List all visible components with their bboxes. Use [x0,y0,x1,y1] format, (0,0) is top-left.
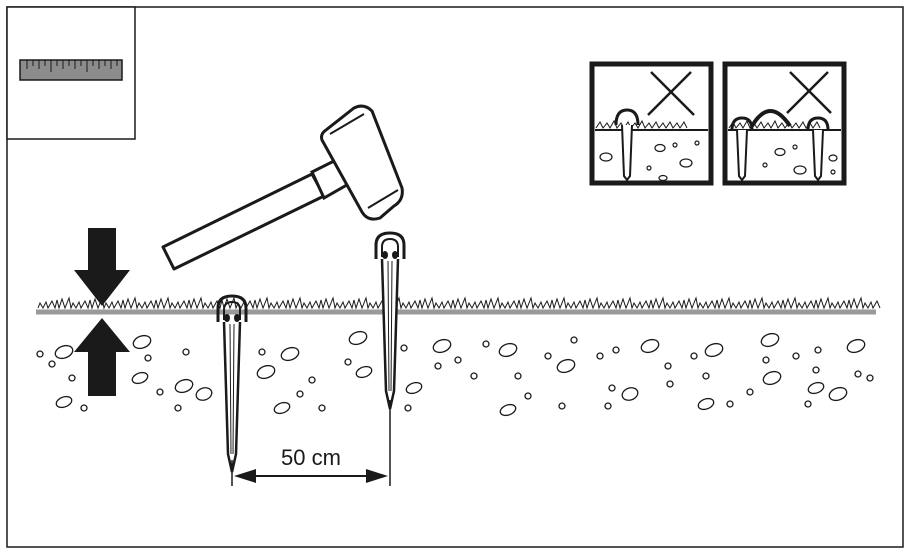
pebble [690,352,698,360]
pebble [612,346,620,354]
pebble [434,362,442,370]
pebble [355,365,373,379]
pebble [570,336,578,344]
pebble [405,381,423,395]
pebble [760,332,780,348]
pebble [182,348,190,356]
pebble [348,330,368,346]
pebble [482,340,490,348]
ruler-icon [6,6,136,140]
pebble [131,371,149,385]
wrong-example-peg-too-high [589,61,714,186]
pebble [762,356,770,364]
pebble [804,400,812,408]
pebble [499,403,517,417]
pebble [256,364,276,380]
pebble [258,348,266,356]
pebble [666,380,674,388]
pebble [195,387,213,401]
pebble [746,388,754,396]
pebble [55,395,73,409]
cross-mark-icon [789,71,832,114]
pebble [48,360,56,368]
grass [37,296,881,310]
pebble [156,388,164,396]
outer-frame [6,6,904,548]
pebble [308,376,316,384]
pebble [558,402,566,410]
pebble [702,372,710,380]
pebble [404,404,412,412]
pebble [470,372,478,380]
pebble [604,402,612,410]
pebble [704,342,724,358]
lawn-peg-not-inserted [374,231,406,411]
pebble [174,378,194,394]
pebble [544,352,552,360]
pebble [640,338,660,354]
pebble [812,366,820,374]
pebble [132,334,152,350]
pebble [524,392,532,400]
pebble [621,387,639,401]
pebble [68,374,76,382]
pebble [792,352,800,360]
pebble [664,362,672,370]
pebble [144,354,152,362]
pebble [846,338,866,354]
pebble [296,390,304,398]
pebble [432,338,452,354]
pebble [54,344,74,360]
pebble [608,384,616,392]
pebble [556,358,576,374]
pebble [273,401,291,415]
pebble [498,342,518,358]
pebble [807,381,825,395]
cross-mark-icon [650,71,695,116]
pebble [726,400,734,408]
pebble [80,404,88,412]
soil-pebbles [36,330,874,417]
pebble [697,397,715,411]
spacing-label: 50 cm [281,445,341,470]
pebble [828,386,848,402]
pebble [762,370,782,386]
spacing-dimension: 50 cm [231,400,391,486]
wrong-example-wire-loose [722,61,847,186]
pebble [454,356,462,364]
pebble [344,358,352,366]
depth-arrows-icon [74,228,130,396]
pebble [400,344,408,352]
mallet-icon [161,104,404,271]
lawn-peg-inserted [216,294,248,474]
pebble [36,350,44,358]
pebble [596,352,604,360]
pebble [514,372,522,380]
pebble [174,404,182,412]
pebble [318,404,326,412]
pebble [854,370,862,378]
pebble [280,346,300,362]
pebble [814,346,822,354]
pebble [866,374,874,382]
